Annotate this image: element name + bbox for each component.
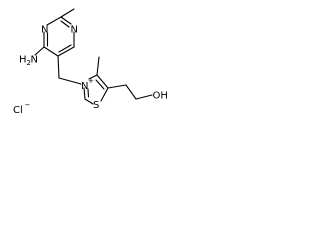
bond-ch2a-ch2b bbox=[125, 84, 137, 100]
bond-c2t-n-double bbox=[87, 88, 90, 98]
bond-methyl-c2 bbox=[60, 8, 75, 18]
thiazolium-positive-charge: + bbox=[88, 77, 94, 85]
amine-n: N bbox=[31, 55, 38, 66]
amine-group-label: H 2 N bbox=[19, 55, 38, 68]
bond-ch2-n bbox=[58, 77, 82, 85]
chemical-structure-diagram: N N H 2 N N + S OH Cl − bbox=[13, 8, 168, 116]
bond-s-c2t bbox=[84, 98, 94, 105]
bond-c5t-s bbox=[100, 87, 109, 102]
bond-c5t-ch2a bbox=[107, 84, 127, 89]
chloride-negative-charge: − bbox=[25, 101, 31, 109]
atom-label-pyrimidine-n3: N bbox=[41, 25, 48, 36]
thiazolium-ring bbox=[83, 74, 109, 105]
bond-c4t-c5t bbox=[96, 74, 109, 89]
bond-c4t-methyl bbox=[96, 56, 100, 76]
pyrimidine-ring bbox=[43, 16, 75, 57]
bond-c5-c6-double bbox=[58, 44, 72, 53]
bond-c4-amine bbox=[34, 46, 45, 56]
bond-c2-n1 bbox=[60, 16, 72, 25]
bond-c2-n3 bbox=[46, 16, 62, 26]
bond-c2t-n bbox=[83, 87, 86, 100]
bond-c5-ch2 bbox=[57, 55, 60, 79]
bond-ch2b-o bbox=[135, 94, 153, 100]
bond-c4t-c5t-double bbox=[95, 79, 105, 90]
bond-c5-c6 bbox=[57, 46, 75, 57]
chloride-ion-label: Cl bbox=[13, 105, 23, 116]
amine-h: H bbox=[19, 55, 27, 66]
atom-label-pyrimidine-n1: N bbox=[71, 25, 78, 36]
bond-c2-n1-double bbox=[60, 20, 70, 28]
bond-n-c4t bbox=[88, 74, 98, 80]
atom-label-thiazolium-n: N bbox=[81, 81, 88, 92]
bond-c4-c5 bbox=[43, 46, 59, 57]
amine-subscript: 2 bbox=[27, 59, 31, 67]
atom-label-hydroxyl: OH bbox=[153, 91, 168, 102]
atom-label-thiazolium-s: S bbox=[93, 100, 99, 111]
